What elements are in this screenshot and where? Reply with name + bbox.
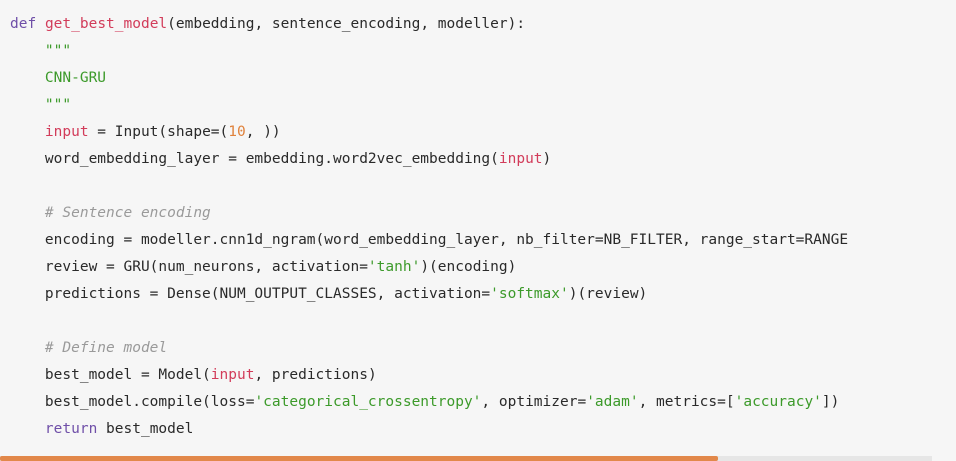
code-token: 'accuracy' [734,394,822,410]
scrollbar-thumb[interactable] [0,456,718,461]
code-line: def get_best_model(embedding, sentence_e… [10,11,848,38]
code-token: 'tanh' [367,259,421,275]
code-token: , metrics=[ [638,394,735,410]
code-token [10,340,45,356]
code-line: """ [10,92,848,119]
code-token: , )) [245,124,281,140]
code-token: , predictions) [254,367,377,383]
code-token: = Input(shape=( [88,124,229,140]
code-line [10,173,848,200]
code-line: # Sentence encoding [10,200,848,227]
code-token: 'softmax' [490,286,569,302]
code-token: ]) [821,394,840,410]
code-token: best_model.compile(loss= [10,394,255,410]
code-line: encoding = modeller.cnn1d_ngram(word_emb… [10,227,848,254]
code-token [36,16,45,32]
code-token: predictions = Dense(NUM_OUTPUT_CLASSES, … [10,286,491,302]
code-token: )(encoding) [420,259,517,275]
code-line: """ [10,38,848,65]
code-token: def [10,16,37,32]
code-viewport[interactable]: def get_best_model(embedding, sentence_e… [0,0,956,450]
code-token: CNN-GRU [44,70,107,86]
code-token: # Define model [44,340,168,356]
code-token: return [44,421,98,437]
code-line [10,308,848,335]
code-token: # Sentence encoding [44,205,211,221]
code-token: best_model = Model( [10,367,211,383]
code-token [10,124,45,140]
code-token: , optimizer= [481,394,587,410]
code-line: input = Input(shape=(10, )) [10,119,848,146]
code-line: review = GRU(num_neurons, activation='ta… [10,254,848,281]
code-token [10,97,45,113]
code-line: best_model = Model(input, predictions) [10,362,848,389]
code-token [10,43,45,59]
code-token: 'adam' [586,394,639,410]
code-token: 'categorical_crossentropy' [254,394,482,410]
code-token: best_model [97,421,194,437]
code-token: get_best_model [44,16,168,32]
code-token: word_embedding_layer = embedding.word2ve… [10,151,499,167]
code-token [10,205,45,221]
code-token: ) [542,151,552,167]
code-token: input [44,124,89,140]
code-token: 10 [228,124,246,140]
code-lines: def get_best_model(embedding, sentence_e… [10,11,848,443]
code-token [10,70,45,86]
code-token: (embedding, sentence_encoding, modeller)… [167,16,526,32]
code-token: review = GRU(num_neurons, activation= [10,259,368,275]
horizontal-scrollbar[interactable] [0,456,932,461]
code-line: best_model.compile(loss='categorical_cro… [10,389,848,416]
code-token: """ [44,97,72,113]
code-token: input [498,151,543,167]
code-line: CNN-GRU [10,65,848,92]
code-token: encoding = modeller.cnn1d_ngram(word_emb… [10,232,849,248]
code-token [10,421,45,437]
code-token: input [210,367,255,383]
code-line: predictions = Dense(NUM_OUTPUT_CLASSES, … [10,281,848,308]
code-line: return best_model [10,416,848,443]
code-token: """ [44,43,72,59]
code-line: # Define model [10,335,848,362]
code-token: )(review) [568,286,648,302]
code-line: word_embedding_layer = embedding.word2ve… [10,146,848,173]
